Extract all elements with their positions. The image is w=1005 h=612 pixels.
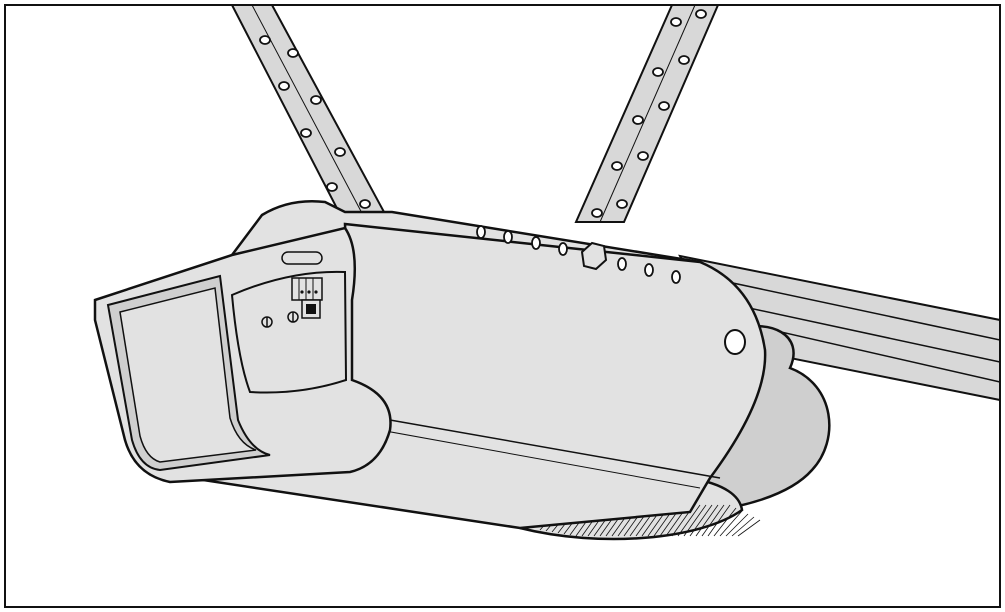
status-light-slot [281,251,323,265]
control-panel [230,270,348,394]
hatch-line [713,507,737,537]
learn-button [301,299,321,319]
drive-hex-bolt [580,241,608,271]
right-hanging-bracket [574,4,720,223]
hatch-line [701,504,725,537]
motor-housing [93,200,767,530]
hatch-line [683,504,707,537]
light-lens [119,287,257,463]
left-hanging-bracket [230,4,386,224]
hatch-line [737,519,761,537]
image-border [4,4,1001,608]
adjustment-screws [261,311,299,328]
hatch-line [695,504,719,537]
bracket-holes [259,35,371,209]
bracket-holes [591,9,707,218]
hatch-line [731,516,755,537]
hatch-line [677,504,701,537]
housing-side-hole [724,329,746,355]
hatch-line [719,510,743,537]
housing-top-holes [476,225,681,284]
hatch-line [725,513,749,537]
hatch-line [689,504,713,537]
hatch-line [707,504,731,537]
terminal-block [291,277,323,301]
